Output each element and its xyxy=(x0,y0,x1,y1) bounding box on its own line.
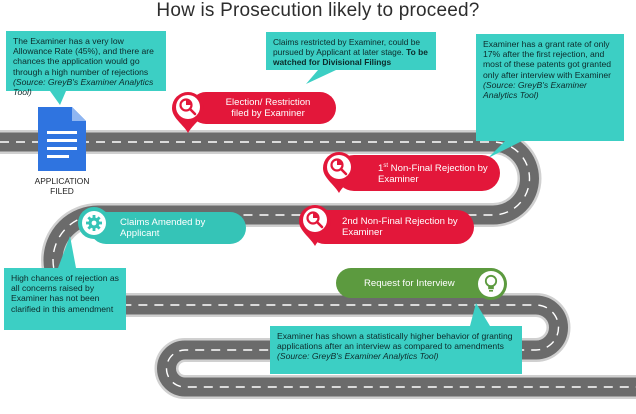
step-label: 2nd Non-Final Rejection by Examiner xyxy=(308,216,468,238)
callout-text: The Examiner has a very low Allowance Ra… xyxy=(13,36,154,77)
step-label: 1st Non-Final Rejection by Examiner xyxy=(336,161,494,185)
step-label: Request for Interview xyxy=(336,278,455,289)
callout-rejection-chance: High chances of rejection as all concern… xyxy=(4,268,126,330)
callout-text: Examiner has a grant rate of only 17% af… xyxy=(483,39,611,80)
callout-text: High chances of rejection as all concern… xyxy=(11,273,119,314)
step-election-restriction: Election/ Restriction filed by Examiner xyxy=(190,92,336,124)
callout-source: (Source: GreyB's Examiner Analytics Tool… xyxy=(483,80,617,100)
callout-claims-restricted: Claims restricted by Examiner, could be … xyxy=(266,32,436,70)
callout-text: Claims restricted by Examiner, could be … xyxy=(273,37,420,57)
callout-source: (Source: GreyB's Examiner Analytics Tool… xyxy=(277,351,515,361)
gear-icon xyxy=(77,206,111,240)
callout-source: (Source: GreyB's Examiner Analytics Tool… xyxy=(13,77,159,97)
pointer-claims-restricted xyxy=(306,70,336,84)
lightbulb-icon xyxy=(474,267,508,301)
step-first-non-final-rejection: 1st Non-Final Rejection by Examiner xyxy=(336,155,500,191)
magnifier-chart-icon xyxy=(171,92,205,134)
document-icon xyxy=(38,107,86,171)
step-second-non-final-rejection: 2nd Non-Final Rejection by Examiner xyxy=(308,210,474,244)
callout-allowance-rate: The Examiner has a very low Allowance Ra… xyxy=(6,31,166,91)
callout-interview-behavior: Examiner has shown a statistically highe… xyxy=(270,326,522,374)
step-label: Election/ Restriction filed by Examiner xyxy=(190,97,312,119)
callout-grant-rate: Examiner has a grant rate of only 17% af… xyxy=(476,34,624,141)
magnifier-chart-icon xyxy=(298,205,332,247)
step-claims-amended: Claims Amended by Applicant xyxy=(90,212,246,244)
callout-text: Examiner has shown a statistically highe… xyxy=(277,331,513,351)
application-filed-label: APPLICATION FILED xyxy=(22,176,102,196)
magnifier-chart-icon xyxy=(322,152,356,194)
